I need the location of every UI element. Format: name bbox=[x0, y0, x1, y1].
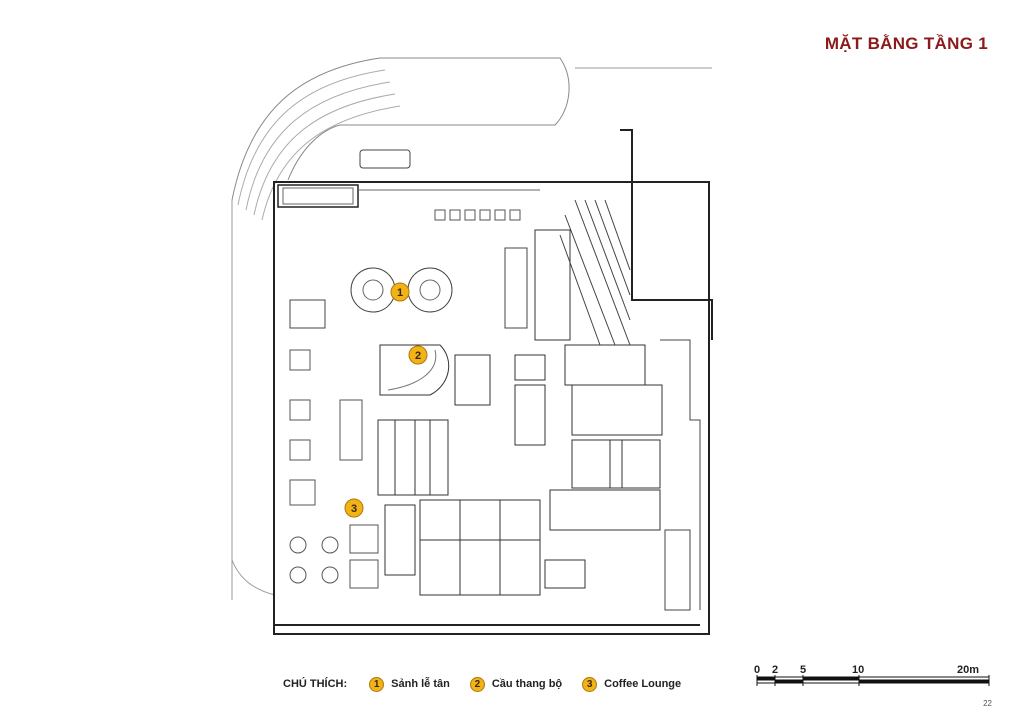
legend-badge-1: 1 bbox=[369, 676, 385, 692]
legend-heading: CHÚ THÍCH: bbox=[283, 678, 348, 690]
car bbox=[359, 149, 411, 169]
scale-bar bbox=[756, 675, 990, 686]
scale-tick-10: 10 bbox=[852, 664, 865, 676]
marker-2-label: 2 bbox=[415, 350, 421, 362]
legend-label-3: Coffee Lounge bbox=[604, 678, 682, 690]
page-title: MẶT BẰNG TẦNG 1 bbox=[824, 34, 988, 53]
legend-label-1: Sảnh lễ tân bbox=[391, 678, 450, 690]
legend: CHÚ THÍCH: 1 Sảnh lễ tân 2 Cầu thang bộ … bbox=[283, 673, 701, 695]
marker-3-label: 3 bbox=[351, 503, 357, 515]
legend-item-2: 2 Cầu thang bộ bbox=[469, 676, 563, 692]
legend-item-1: 1 Sảnh lễ tân bbox=[369, 676, 450, 692]
spiral-stair bbox=[379, 344, 450, 396]
marker-1-label: 1 bbox=[397, 287, 403, 299]
scale-tick-5: 5 bbox=[800, 664, 807, 676]
driveway-curve bbox=[231, 57, 570, 201]
legend-badge-3: 3 bbox=[582, 676, 598, 692]
marker-1: 1 bbox=[390, 282, 410, 302]
marker-3: 3 bbox=[344, 498, 364, 518]
building-outline bbox=[273, 181, 710, 635]
legend-label-2: Cầu thang bộ bbox=[491, 678, 563, 690]
marker-2: 2 bbox=[408, 345, 428, 365]
legend-item-3: 3 Coffee Lounge bbox=[582, 676, 682, 692]
lobby-rotunda-right bbox=[407, 267, 453, 313]
legend-badge-2: 2 bbox=[469, 676, 485, 692]
scale-tick-20m: 20m bbox=[957, 664, 980, 676]
page-number: 22 bbox=[983, 699, 992, 708]
lobby-rotunda-left bbox=[350, 267, 396, 313]
scale-tick-0: 0 bbox=[754, 664, 761, 676]
scale-tick-2: 2 bbox=[772, 664, 779, 676]
